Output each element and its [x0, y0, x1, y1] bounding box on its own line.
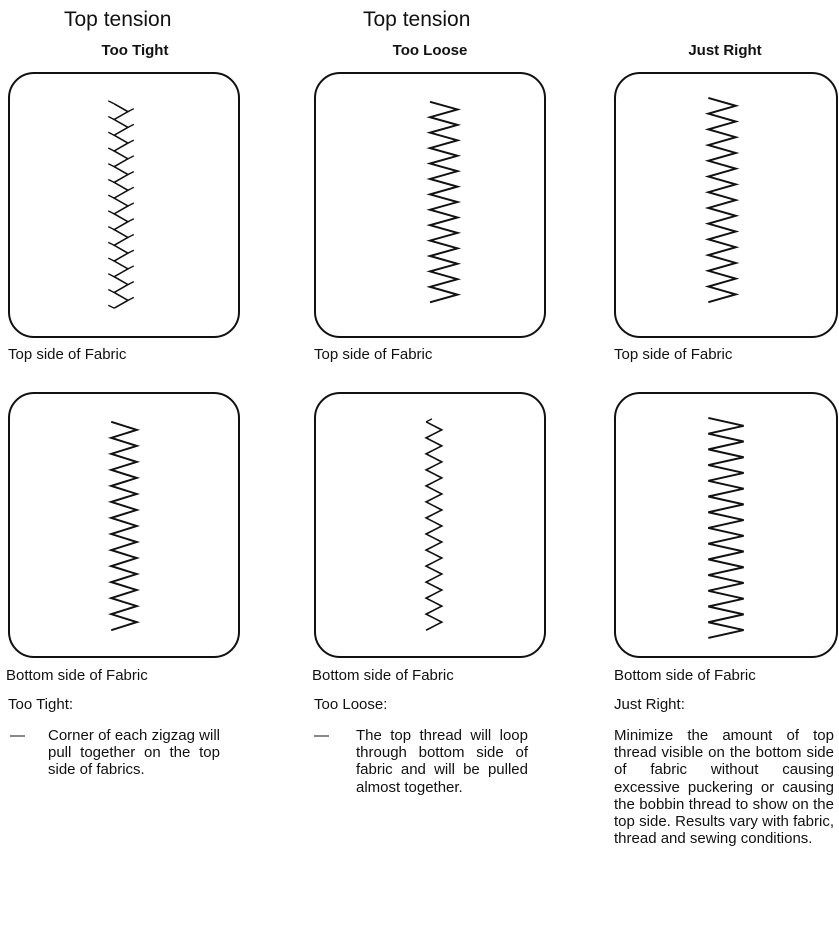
caption-too-loose-top: Top side of Fabric	[314, 346, 432, 363]
top-tension-label-too-loose: Top tension	[363, 8, 470, 32]
panel-too-loose-top	[314, 72, 546, 338]
caption-just-right-top: Top side of Fabric	[614, 346, 732, 363]
panel-too-loose-bottom	[314, 392, 546, 658]
panel-just-right-bottom	[614, 392, 838, 658]
heading-too-tight: Too Tight	[70, 42, 200, 59]
subheading-too-loose: Too Loose:	[314, 696, 387, 713]
caption-just-right-bottom: Bottom side of Fabric	[614, 667, 756, 684]
description-too-loose: The top thread will loop through bottom …	[356, 727, 528, 796]
heading-just-right: Just Right	[660, 42, 790, 59]
description-too-tight: Corner of each zigzag will pull together…	[48, 727, 220, 779]
subheading-just-right: Just Right:	[614, 696, 685, 713]
zigzag-stitch-balanced-bottom-illustration	[616, 394, 836, 656]
heading-too-loose: Too Loose	[365, 42, 495, 59]
caption-too-tight-top: Top side of Fabric	[8, 346, 126, 363]
panel-just-right-top	[614, 72, 838, 338]
panel-too-tight-top	[8, 72, 240, 338]
zigzag-stitch-loose-top-illustration	[316, 74, 544, 336]
dash-too-tight: —	[10, 727, 25, 744]
caption-too-loose-bottom: Bottom side of Fabric	[312, 667, 454, 684]
zigzag-stitch-tight-top-illustration	[10, 74, 238, 336]
panel-too-tight-bottom	[8, 392, 240, 658]
subheading-too-tight: Too Tight:	[8, 696, 73, 713]
zigzag-stitch-tight-bottom-illustration	[10, 394, 238, 656]
description-just-right: Minimize the amount of top thread visibl…	[614, 727, 834, 847]
zigzag-stitch-balanced-top-illustration	[616, 74, 836, 336]
dash-too-loose: —	[314, 727, 329, 744]
zigzag-stitch-loose-bottom-illustration	[316, 394, 544, 656]
top-tension-label-too-tight: Top tension	[64, 8, 171, 32]
caption-too-tight-bottom: Bottom side of Fabric	[6, 667, 148, 684]
